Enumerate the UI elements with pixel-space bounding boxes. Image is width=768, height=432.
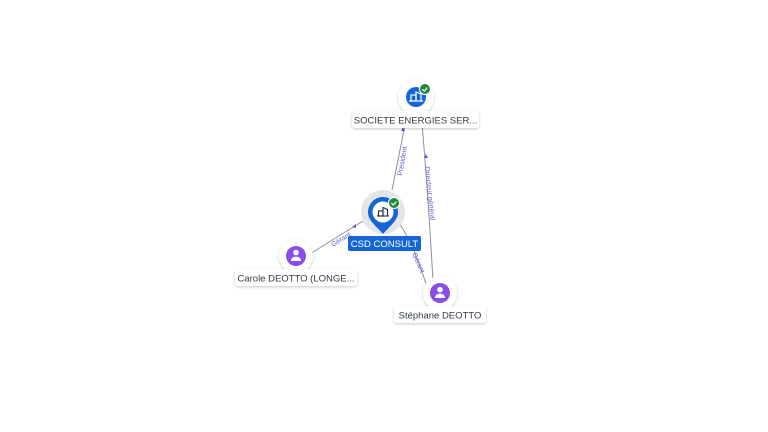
verified-badge-icon [388, 197, 400, 209]
building-icon [377, 206, 389, 217]
edge-label-gerant-stephane: Gérant [410, 252, 425, 274]
person-icon [434, 286, 446, 298]
building-icon [409, 91, 423, 102]
node-carole-deotto[interactable]: Carole DEOTTO (LONGE... [235, 239, 357, 286]
person-icon [290, 249, 302, 261]
node-label-societe-energies: SOCIETE ENERGIES SER... [354, 116, 478, 127]
arrow-directeur [424, 154, 428, 158]
arrow-president [401, 127, 405, 131]
arrow-gerant-carole [352, 224, 356, 228]
node-stephane-deotto[interactable]: Stéphane DEOTTO [394, 276, 486, 323]
edge-president [391, 124, 406, 191]
node-label-csd-consult: CSD CONSULT [351, 239, 419, 250]
edge-label-directeur-general: Directeur général [423, 166, 436, 221]
edge-label-president: Président [397, 146, 409, 176]
node-csd-consult[interactable]: CSD CONSULT [348, 190, 421, 251]
node-label-stephane-deotto: Stéphane DEOTTO [399, 311, 482, 322]
node-societe-energies[interactable]: SOCIETE ENERGIES SER... [352, 79, 479, 128]
node-label-carole-deotto: Carole DEOTTO (LONGE... [237, 274, 354, 285]
verified-badge-icon [419, 83, 431, 95]
edge-gerant-carole [309, 217, 369, 255]
